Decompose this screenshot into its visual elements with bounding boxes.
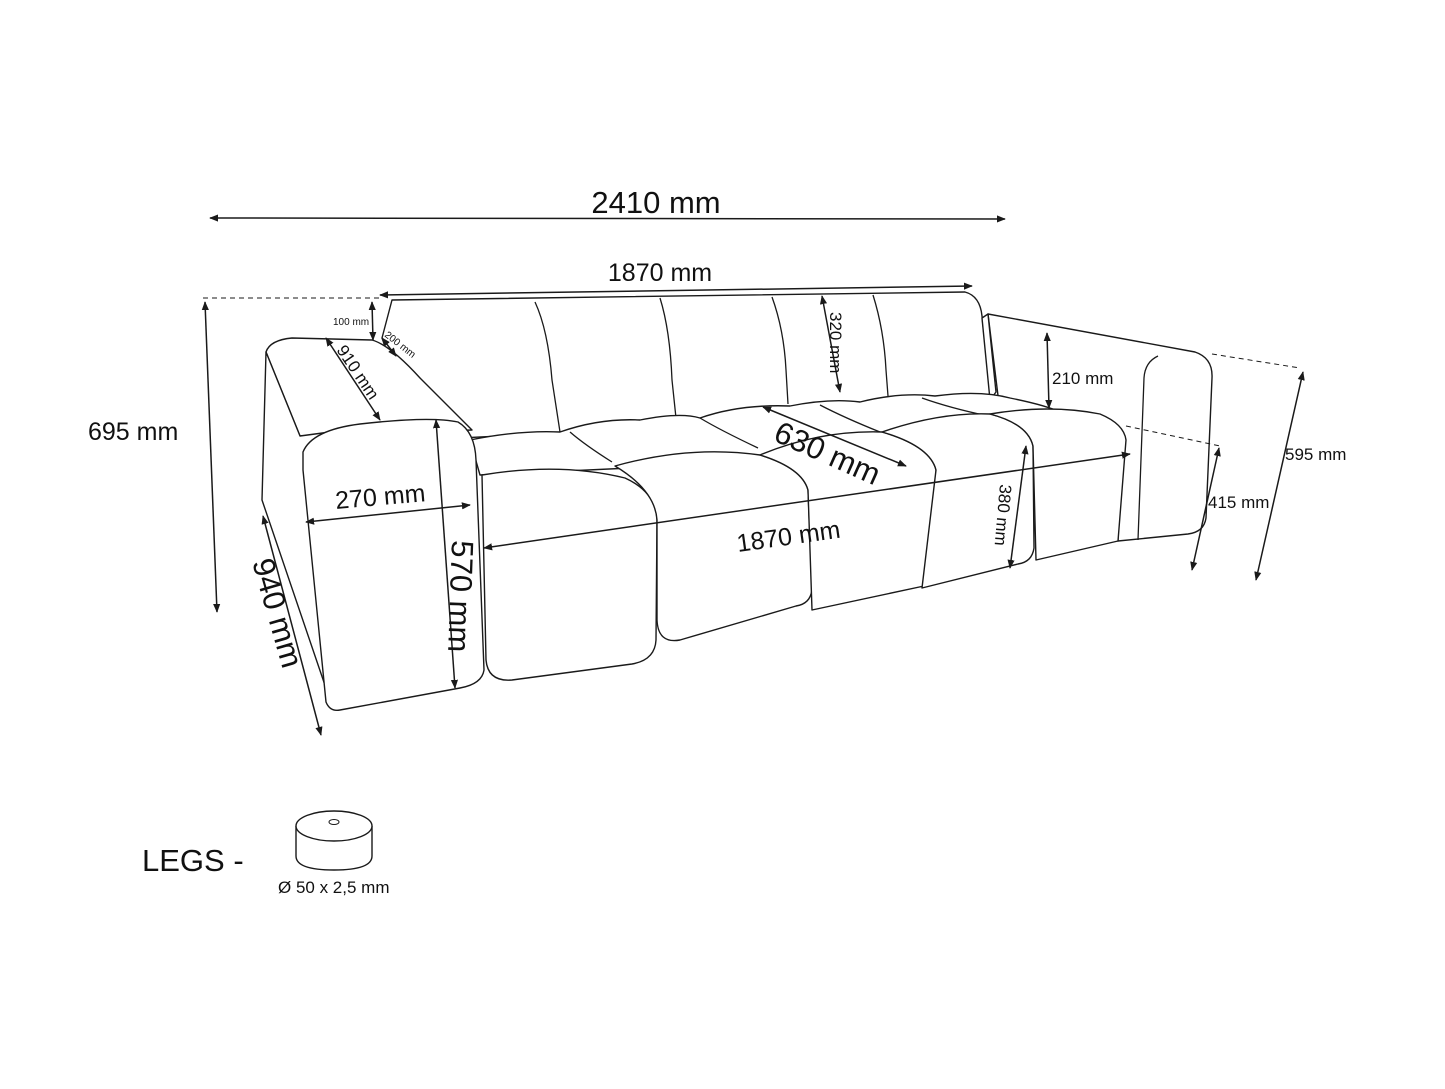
label-overall-height: 695 mm (88, 418, 178, 446)
dim-415-line (1190, 447, 1221, 571)
dim-570-line (432, 419, 459, 689)
dim-210-line (1043, 332, 1053, 409)
dim-940-line (261, 515, 323, 736)
dim-415-extension (1125, 425, 1221, 447)
legs-dimension: Ø 50 x 2,5 mm (278, 878, 389, 897)
dim-695-line (201, 301, 221, 613)
back-seam-2 (659, 297, 677, 419)
label-back-width: 1870 mm (608, 259, 712, 287)
dim-200-line (381, 337, 397, 357)
dim-2410-line (209, 214, 1006, 223)
back-seam-1 (534, 301, 561, 433)
dim-910-line (325, 337, 381, 421)
label-right-height: 595 mm (1285, 445, 1346, 464)
seat-back-seam-2 (699, 417, 759, 449)
dim-595-line (1254, 371, 1305, 581)
label-overall-width: 2410 mm (591, 185, 720, 220)
label-armrest-height: 570 mm (441, 540, 480, 653)
dim-100-line (368, 301, 377, 341)
label-back-top-100: 100 mm (333, 317, 369, 328)
seat-cushion-1 (481, 468, 658, 681)
dim-595-extension (1211, 353, 1301, 369)
dim-380-line (1007, 445, 1029, 569)
label-armrest-above-seat: 210 mm (1052, 369, 1113, 388)
label-seat-height: 415 mm (1208, 493, 1269, 512)
dim-1870-top-line (379, 282, 973, 299)
legs-spec: LEGS - Ø 50 x 2,5 mm (142, 810, 389, 897)
back-right-section (981, 313, 997, 401)
leg-icon (295, 810, 373, 871)
label-back-cushion-height: 320 mm (826, 312, 845, 373)
right-armrest-inner (1137, 355, 1159, 541)
back-seam-4 (872, 294, 889, 397)
back-seam-3 (771, 296, 789, 405)
dimension-lines (201, 214, 1305, 736)
dim-320-line (819, 295, 843, 393)
legs-label: LEGS - (142, 843, 244, 878)
